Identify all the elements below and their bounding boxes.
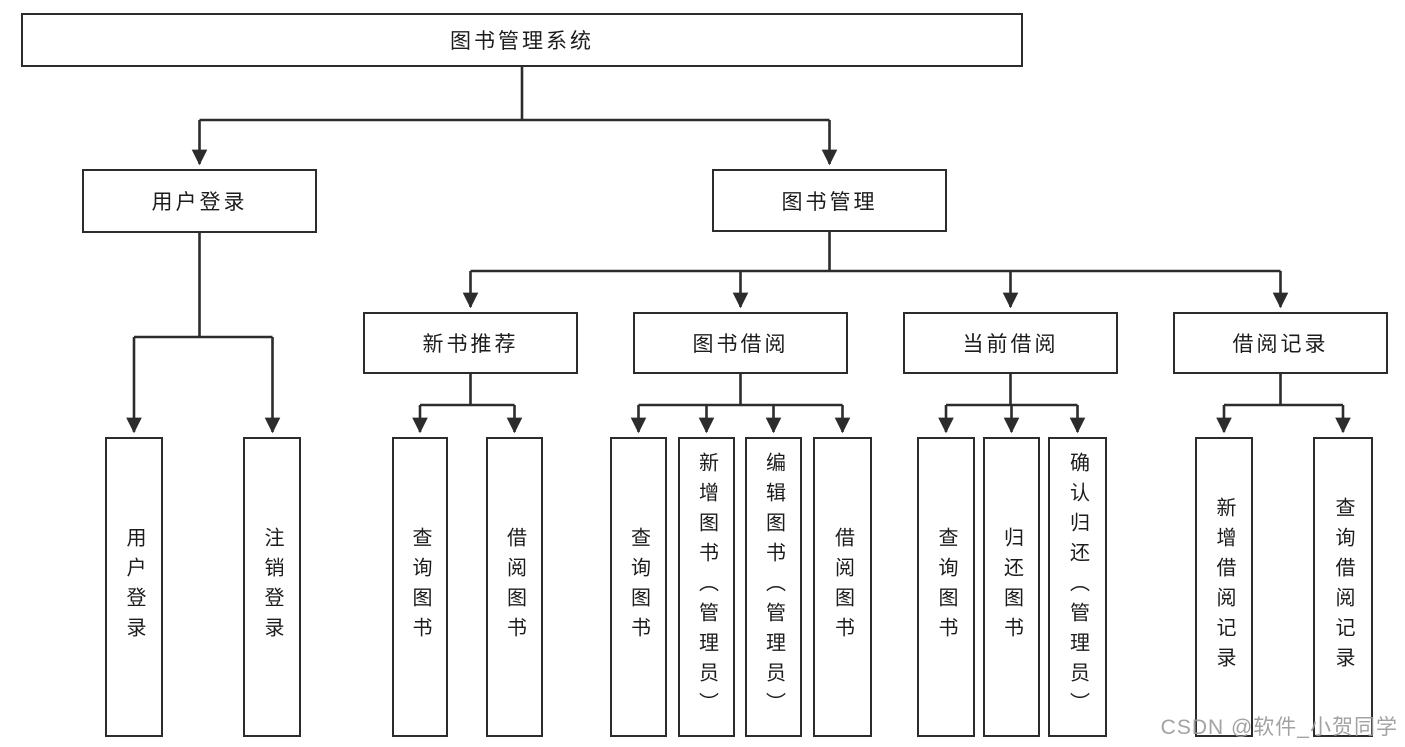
node-book-borrowing: 图书借阅: [633, 312, 848, 374]
node-label: 编辑图书（管理员）: [762, 452, 785, 722]
node-borrowing-records: 借阅记录: [1173, 312, 1388, 374]
node-label: 查询图书: [935, 527, 957, 647]
csdn-watermark: CSDN @软件_小贺同学: [1160, 716, 1398, 739]
node-label: 借阅图书: [831, 527, 854, 647]
leaf-confirm-return-admin: 确认归还（管理员）: [1048, 437, 1107, 737]
leaf-query-borrow-record: 查询借阅记录: [1313, 437, 1373, 737]
node-label: 归还图书: [1000, 527, 1023, 647]
node-library-system: 图书管理系统: [21, 13, 1023, 67]
node-label: 借阅图书: [503, 527, 526, 647]
node-label: 查询借阅记录: [1332, 497, 1354, 677]
node-label: 新增借阅记录: [1213, 497, 1235, 677]
node-label: 查询图书: [627, 527, 650, 647]
node-label: 确认归还（管理员）: [1066, 452, 1089, 722]
leaf-borrow-books: 借阅图书: [813, 437, 872, 737]
node-current-borrowing: 当前借阅: [903, 312, 1118, 374]
node-label: 当前借阅: [962, 333, 1059, 356]
node-label: 新书推荐: [422, 333, 519, 356]
node-label: 用户登录: [151, 191, 248, 214]
leaf-query-books-recommend: 查询图书: [392, 437, 448, 737]
leaf-return-book: 归还图书: [983, 437, 1040, 737]
node-label: 图书借阅: [692, 333, 789, 356]
node-book-management: 图书管理: [712, 169, 947, 232]
node-label: 借阅记录: [1232, 333, 1329, 356]
node-label: 用户登录: [123, 527, 145, 647]
node-new-book-recommendation: 新书推荐: [363, 312, 578, 374]
node-label: 查询图书: [409, 527, 431, 647]
leaf-add-book-admin: 新增图书（管理员）: [678, 437, 735, 737]
node-label: 新增图书（管理员）: [695, 452, 718, 722]
leaf-logout: 注销登录: [243, 437, 301, 737]
leaf-user-login: 用户登录: [105, 437, 163, 737]
node-user-login: 用户登录: [82, 169, 317, 233]
leaf-add-borrow-record: 新增借阅记录: [1195, 437, 1253, 737]
leaf-borrow-books-recommend: 借阅图书: [486, 437, 543, 737]
node-label: 图书管理系统: [450, 30, 594, 53]
node-label: 图书管理: [781, 190, 878, 214]
leaf-edit-book-admin: 编辑图书（管理员）: [745, 437, 802, 737]
leaf-query-books-borrowing: 查询图书: [610, 437, 667, 737]
leaf-query-books-current: 查询图书: [917, 437, 975, 737]
node-label: 注销登录: [261, 527, 283, 647]
